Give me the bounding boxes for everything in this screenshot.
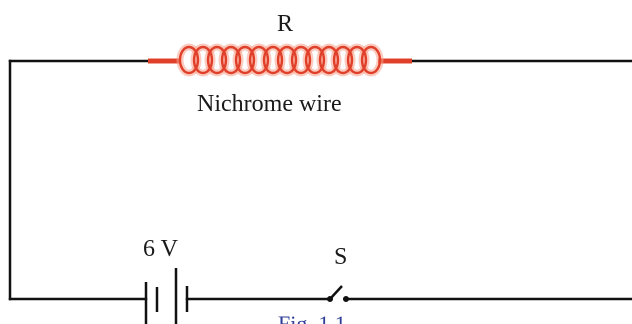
switch-label: S <box>334 244 348 270</box>
coil-turn <box>360 45 382 75</box>
coil-turn <box>332 45 354 75</box>
coil-turn <box>304 45 326 75</box>
coil-turns <box>176 43 384 77</box>
coil-turn <box>206 45 228 75</box>
coil-turn <box>262 45 284 75</box>
coil-turn <box>290 45 312 75</box>
resistor-label: R <box>277 11 294 37</box>
coil-turn <box>248 45 270 75</box>
coil-turn <box>276 45 298 75</box>
circuit-wires <box>8 59 632 301</box>
battery-symbol <box>144 268 189 324</box>
coil-turn <box>346 45 368 75</box>
coil-turn <box>220 45 242 75</box>
battery-voltage-label: 6 V <box>143 236 178 262</box>
switch-symbol <box>326 285 350 303</box>
coil-turn <box>234 45 256 75</box>
nichrome-wire-label: Nichrome wire <box>197 91 342 117</box>
switch-contact-left <box>326 295 334 303</box>
figure-caption: Fig. 1.1 <box>278 311 346 324</box>
coil-turn <box>178 45 200 75</box>
nichrome-coil <box>148 43 412 77</box>
coil-turn <box>318 45 340 75</box>
coil-turn <box>192 45 214 75</box>
switch-contact-right <box>342 295 350 303</box>
